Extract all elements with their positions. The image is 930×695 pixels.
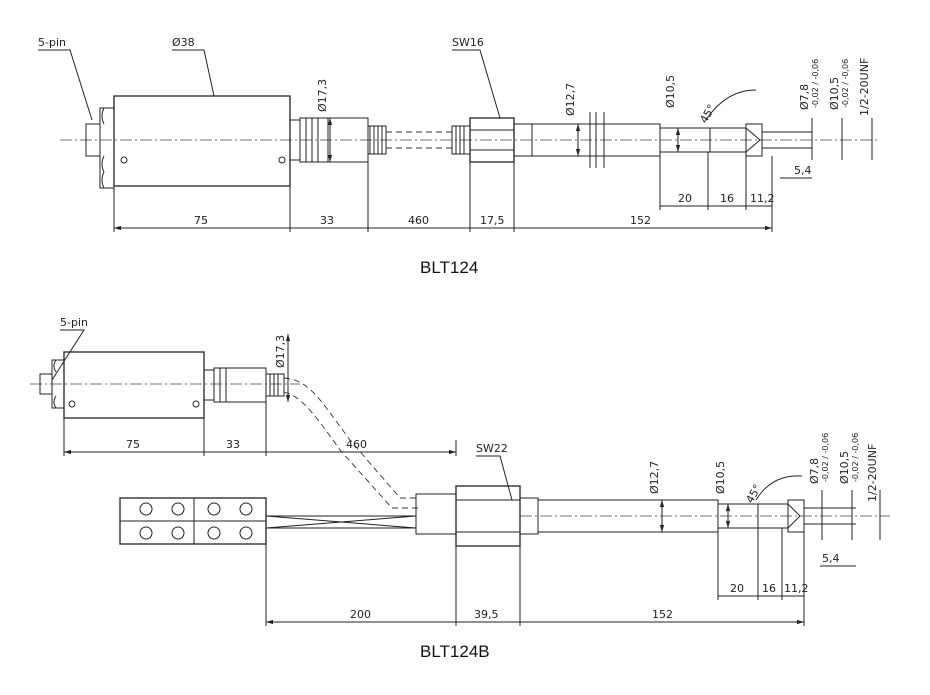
a-thread-label: 1/2-20UNF [858,58,871,116]
b-dim-75: 75 [126,438,140,451]
housing-b [63,351,205,419]
b-probe-dia-label: Ø12,7 [648,461,661,494]
b-thread-tol-label: -0,02 / -0,06 [851,433,860,482]
a-bore-dia-label: Ø7,8 [798,84,811,110]
caption-blt124: BLT124 [420,258,479,277]
b-tip-dim-5-4: 5,4 [822,552,840,565]
a-probe-dia-label: Ø12,7 [564,83,577,116]
b-dim-33: 33 [226,438,240,451]
b-connector-label: 5-pin [60,316,88,329]
caption-blt124b: BLT124B [420,642,490,661]
a-thread-dia-label: Ø10,5 [828,77,841,110]
housing [113,95,291,187]
a-connector-label: 5-pin [38,36,66,49]
b-thread-label: 1/2-20UNF [866,444,879,502]
a-dim-75: 75 [194,214,208,227]
b-wrench-label: SW22 [476,442,508,455]
a-dim-460: 460 [408,214,429,227]
blt124-drawing [38,49,880,232]
a-dim-152: 152 [630,214,651,227]
b-dim-39-5: 39,5 [474,608,499,621]
a-tip-dim-20: 20 [678,192,692,205]
a-tip-dim-16: 16 [720,192,734,205]
b-tip-dim-11-2: 11,2 [784,582,809,595]
b-angle-label: 45° [743,482,764,505]
b-tip-dia-label: Ø10,5 [714,461,727,494]
b-dim-460: 460 [346,438,367,451]
b-neck-dia-label: Ø17,3 [274,335,287,368]
b-tip-dim-16: 16 [762,582,776,595]
a-thread-tol-label: -0,02 / -0,06 [841,59,850,108]
a-tip-dim-11-2: 11,2 [750,192,775,205]
b-dim-152: 152 [652,608,673,621]
b-dim-200: 200 [350,608,371,621]
a-bore-tol-label: -0,02 / -0,06 [811,59,820,108]
a-tip-dia-label: Ø10,5 [664,75,677,108]
a-neck-dia-label: Ø17,3 [316,79,329,112]
blt124b-drawing [30,329,890,626]
b-thread-dia-label: Ø10,5 [838,451,851,484]
a-wrench-label: SW16 [452,36,484,49]
a-angle-label: 45° [697,102,718,125]
a-dim-17-5: 17,5 [480,214,505,227]
b-bore-tol-label: -0,02 / -0,06 [821,433,830,482]
b-bore-dia-label: Ø7,8 [808,458,821,484]
a-dim-33: 33 [320,214,334,227]
a-housing-dia-label: Ø38 [172,36,195,49]
a-tip-dim-5-4: 5,4 [794,164,812,177]
b-tip-dim-20: 20 [730,582,744,595]
